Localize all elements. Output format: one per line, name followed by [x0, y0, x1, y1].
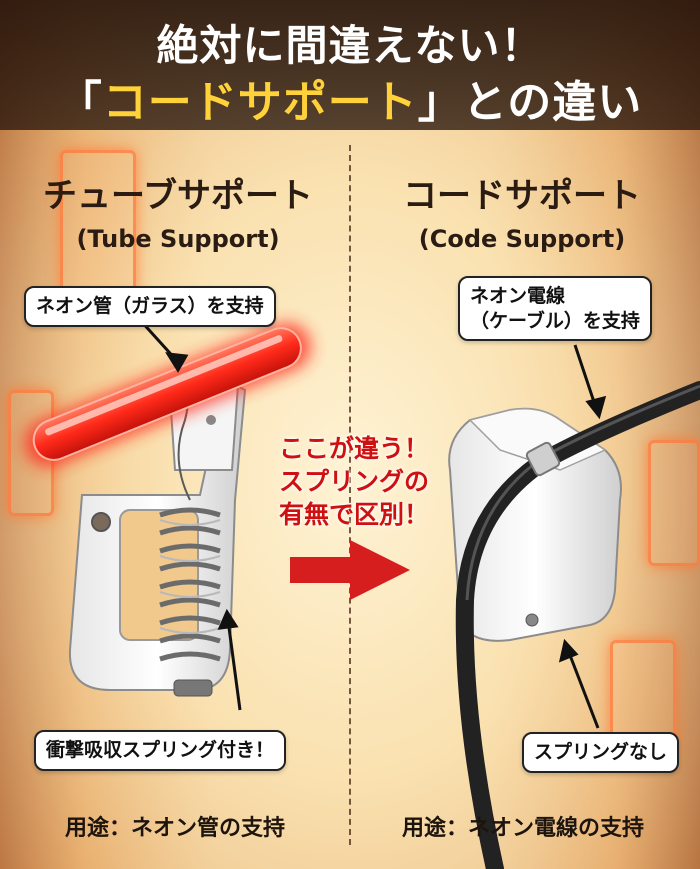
- neon-tube-icon: [24, 322, 311, 468]
- callout-neon-cable: ネオン電線 （ケーブル）を支持: [458, 276, 652, 342]
- title-accent: コードサポート: [102, 77, 418, 128]
- left-usage: 用途：ネオン管の支持: [64, 816, 285, 841]
- right-heading-jp: コードサポート: [403, 176, 641, 216]
- title-line-1: 絶対に間違えない！: [156, 21, 544, 70]
- difference-line-1: ここが違う！: [278, 434, 429, 463]
- right-usage: 用途：ネオン電線の支持: [401, 816, 644, 841]
- neon-sign-right: [648, 440, 700, 566]
- title-line-2: 「コードサポート」との違い: [0, 66, 700, 130]
- center-divider: [349, 145, 351, 845]
- callout-neon-cable-line2: （ケーブル）を支持: [470, 309, 640, 332]
- arrow-right-icon: [290, 540, 410, 600]
- difference-note: ここが違う！ スプリングの 有無で区別！: [246, 432, 462, 531]
- callout-spring: 衝撃吸収スプリング付き！: [34, 730, 287, 771]
- callout-no-spring: スプリングなし: [522, 732, 680, 773]
- left-heading-en: (Tube Support): [76, 225, 280, 253]
- callout-neon-cable-line1: ネオン電線: [470, 285, 566, 307]
- cable-icon: [455, 381, 700, 869]
- left-heading-jp: チューブサポート: [43, 176, 313, 216]
- difference-line-3: 有無で区別！: [278, 500, 429, 529]
- callout-pointers: [138, 318, 607, 729]
- left-heading: チューブサポート (Tube Support): [8, 168, 348, 253]
- spring-icon: [159, 507, 221, 697]
- right-heading: コードサポート (Code Support): [352, 168, 692, 253]
- title-bracket-open: 「: [57, 77, 103, 128]
- right-heading-en: (Code Support): [418, 225, 626, 253]
- title-suffix: 」との違い: [417, 77, 643, 128]
- difference-line-2: スプリングの: [278, 467, 429, 496]
- callout-tube-glass: ネオン管（ガラス）を支持: [24, 286, 276, 327]
- title-banner: 絶対に間違えない！ 「コードサポート」との違い: [0, 0, 700, 130]
